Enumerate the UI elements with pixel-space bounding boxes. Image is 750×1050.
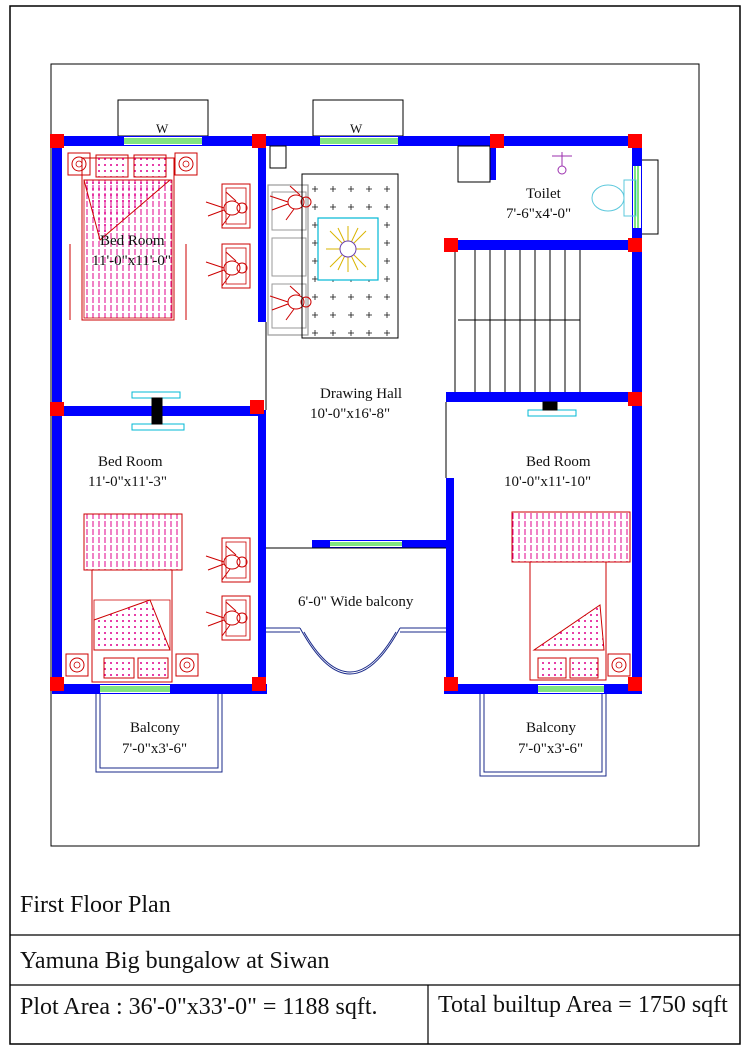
bed-room-1-furniture [67, 152, 251, 321]
drawing-hall-size: 10'-0"x16'-8" [310, 406, 390, 422]
bed-room-3-name: Bed Room [526, 454, 591, 470]
living-furniture [267, 173, 399, 339]
bed-room-3-furniture [511, 511, 631, 681]
toilet-size: 7'-6"x4'-0" [506, 206, 571, 222]
staircase [458, 250, 581, 392]
balcony-left-size: 7'-0"x3'-6" [122, 741, 187, 757]
bed-room-2-name: Bed Room [98, 454, 163, 470]
tv-unit-left [131, 391, 185, 431]
shower-icon [552, 152, 572, 175]
toilet-name: Toilet [526, 186, 562, 202]
balcony-left-railing [95, 694, 223, 773]
wide-balcony-outline [266, 627, 446, 675]
plot-area: Plot Area : 36'-0"x33'-0" = 1188 sqft. [20, 994, 378, 1020]
bed-room-3-size: 10'-0"x11'-10" [504, 474, 591, 490]
columns [50, 134, 642, 691]
wide-balcony-name: 6'-0" Wide balcony [298, 594, 414, 610]
balcony-left-name: Balcony [130, 720, 180, 736]
balcony-right-size: 7'-0"x3'-6" [518, 741, 583, 757]
bed-room-1-name: Bed Room [100, 233, 165, 249]
bed-room-1-size: 11'-0"x11'-0" [92, 253, 171, 269]
tv-unit-right [527, 401, 577, 417]
sheet-border [9, 5, 741, 1045]
bed-room-2-size: 11'-0"x11'-3" [88, 474, 167, 490]
window-label-center: W [350, 121, 363, 136]
balcony-right-railing [479, 694, 607, 777]
balcony-right-name: Balcony [526, 720, 576, 736]
windows [100, 137, 641, 693]
project-name: Yamuna Big bungalow at Siwan [20, 948, 330, 974]
drawing-hall-name: Drawing Hall [320, 386, 402, 402]
bed-room-2-furniture [65, 513, 251, 683]
partition-lines [265, 145, 491, 549]
toilet-window-frame [639, 159, 659, 235]
drawing-frame [50, 63, 700, 847]
plan-title: First Floor Plan [20, 892, 171, 918]
builtup-area: Total builtup Area = 1750 sqft [438, 992, 728, 1018]
wc-icon [591, 179, 637, 217]
window-label-left: W [156, 121, 169, 136]
